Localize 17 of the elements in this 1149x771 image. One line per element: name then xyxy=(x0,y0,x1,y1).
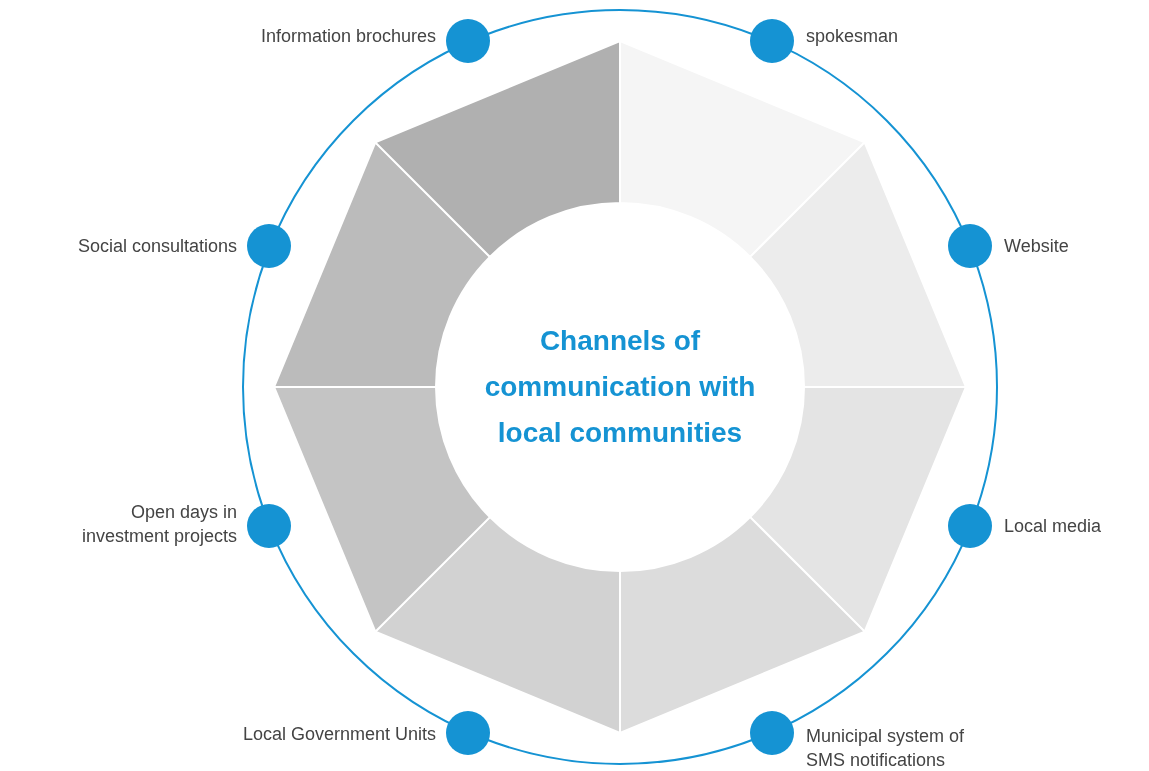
marker-dot xyxy=(247,224,291,268)
channel-label: Open days in investment projects xyxy=(80,501,237,548)
marker-dot xyxy=(247,504,291,548)
channel-label: Website xyxy=(1004,235,1070,258)
channel-label: Municipal system of SMS notifications xyxy=(806,725,966,771)
channel-label: spokesman xyxy=(806,25,900,48)
marker-dot xyxy=(948,504,992,548)
marker-dot xyxy=(446,711,490,755)
channel-label: Local Government Units xyxy=(241,723,436,746)
channel-label: Social consultations xyxy=(76,235,237,258)
marker-dot xyxy=(948,224,992,268)
channel-label: Local media xyxy=(1004,515,1103,538)
marker-dot xyxy=(750,19,794,63)
center-title: Channels of communication with local communities xyxy=(483,324,757,450)
marker-dot xyxy=(750,711,794,755)
marker-dot xyxy=(446,19,490,63)
channel-label: Information brochures xyxy=(259,25,436,48)
